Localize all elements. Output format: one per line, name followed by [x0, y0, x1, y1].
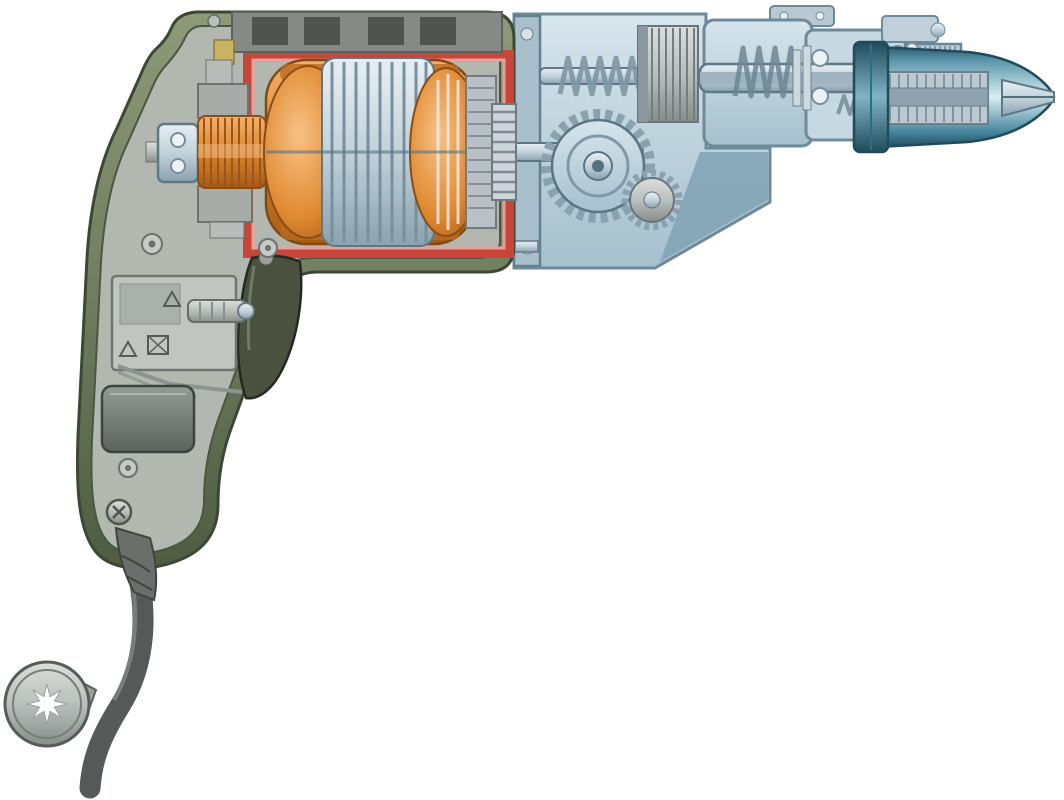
- rear-bearing: [145, 122, 200, 184]
- cord-strain-relief: [114, 526, 158, 602]
- switch-assembly: [110, 274, 255, 372]
- gearbox-wall: [512, 14, 542, 268]
- motor-end-cap: [213, 11, 503, 65]
- armature: [263, 57, 483, 247]
- cord-grommet-disc: [3, 660, 98, 748]
- reduction-gear: [541, 109, 655, 223]
- chuck-jaws: [1001, 78, 1055, 118]
- commutator: [197, 115, 267, 189]
- bevel-gear: [637, 25, 699, 123]
- trigger-switch: [236, 250, 303, 400]
- brush-holder: [197, 59, 253, 239]
- suppression-capacitor: [100, 384, 196, 454]
- chuck-collar: [852, 40, 890, 154]
- motor-pinion: [491, 103, 517, 201]
- grommet-star: [26, 683, 68, 725]
- housing-screws: [105, 14, 278, 526]
- idler-gear: [621, 169, 683, 231]
